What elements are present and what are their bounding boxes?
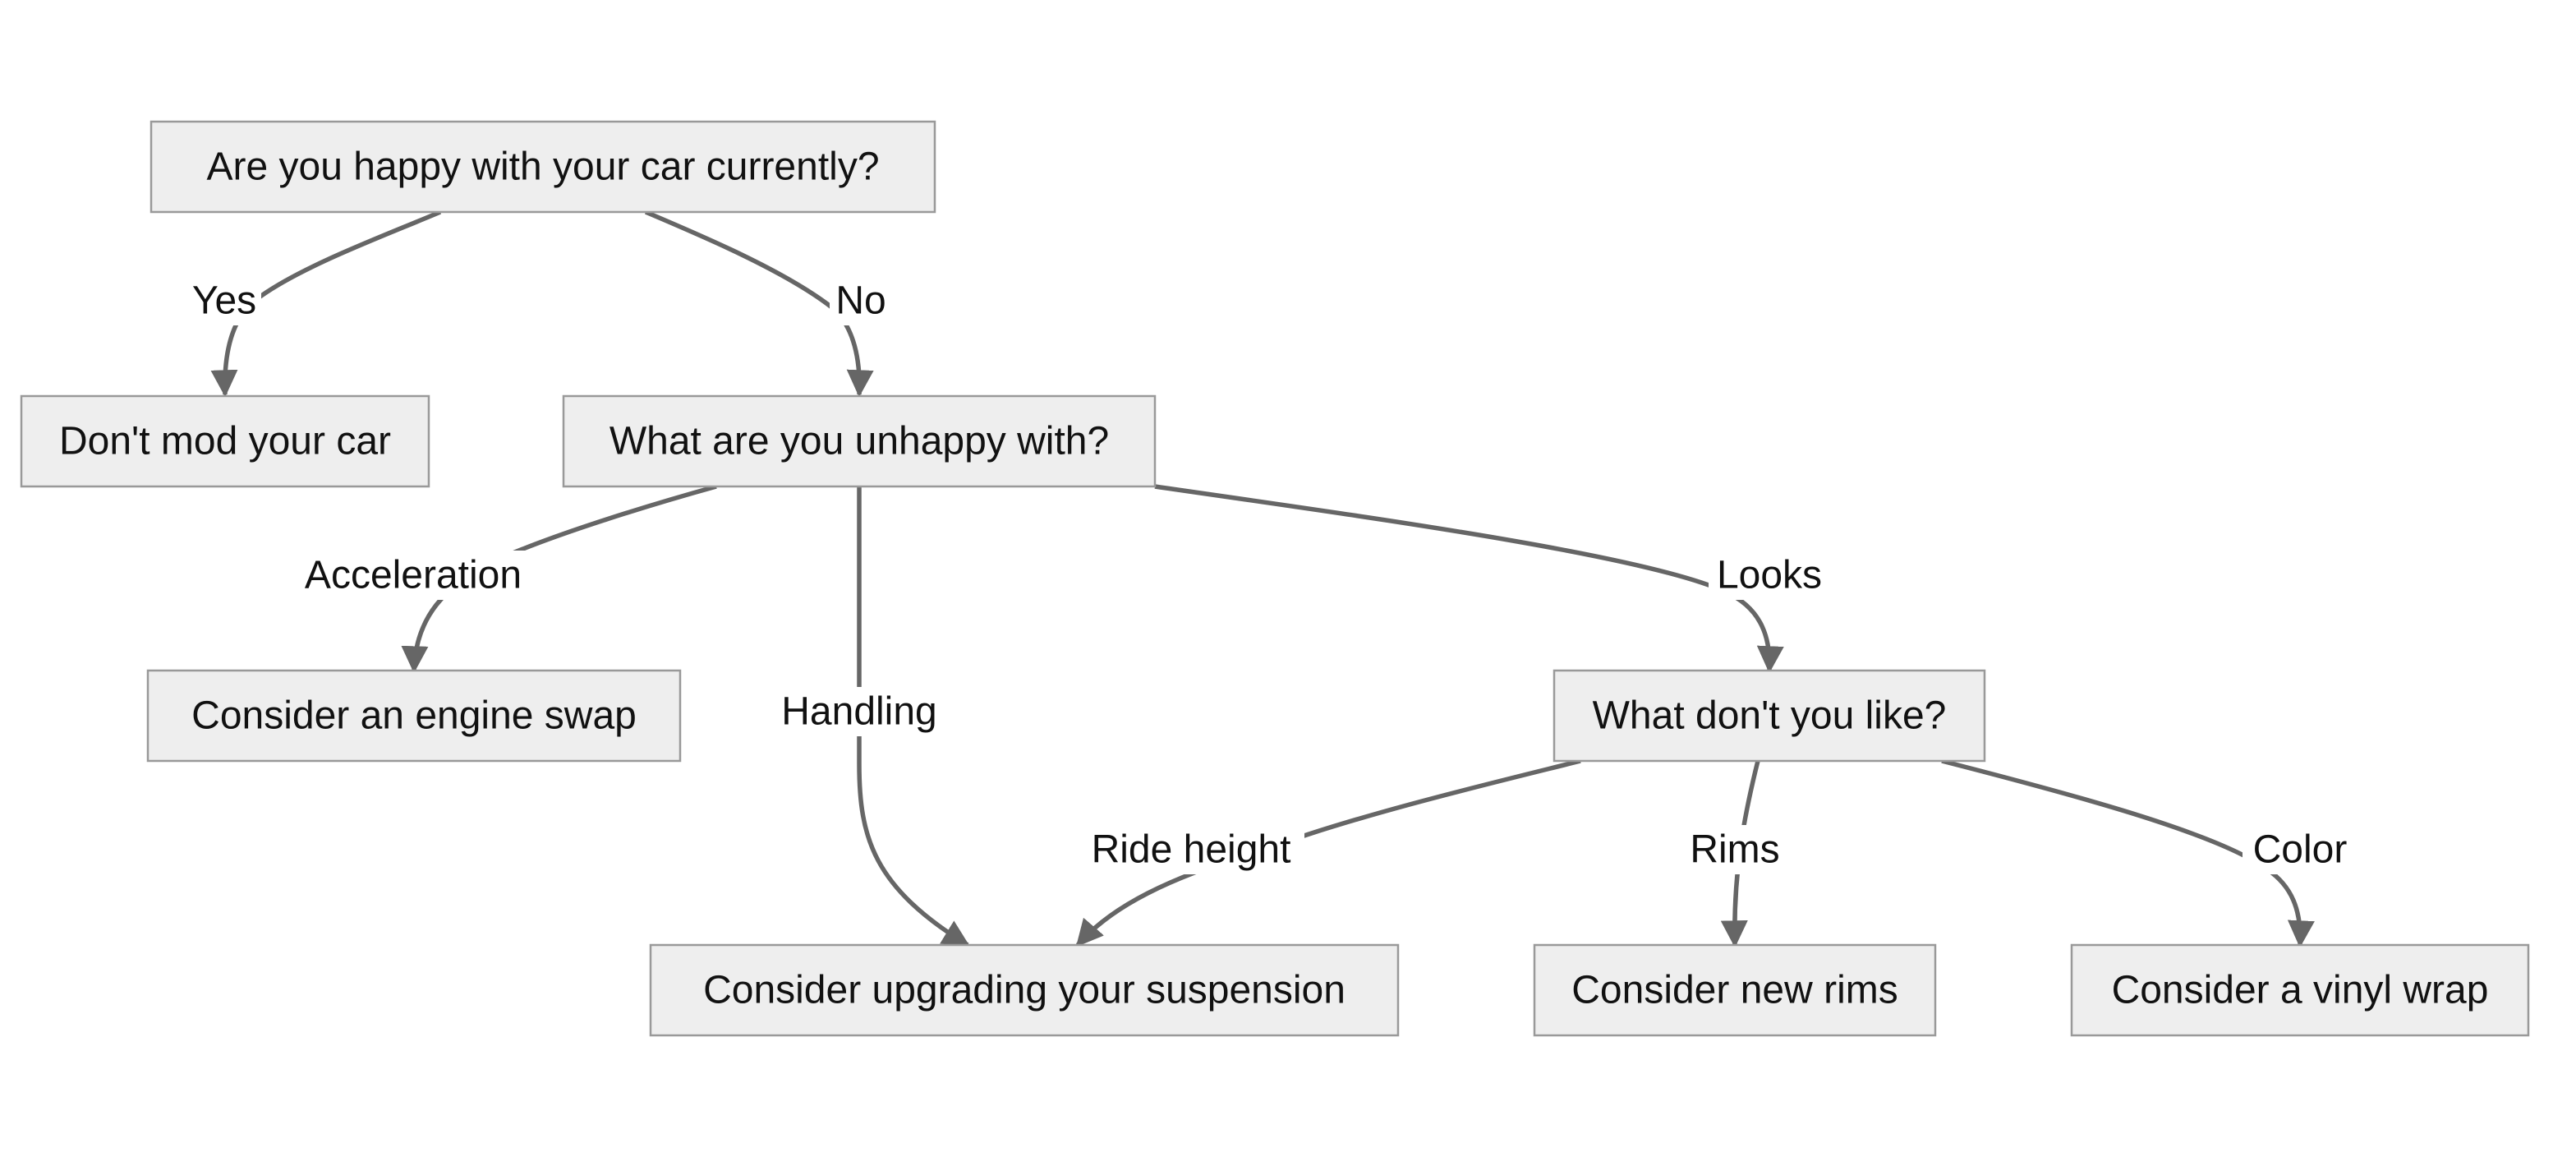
svg-text:Consider new rims: Consider new rims — [1571, 969, 1898, 1012]
edge-label-color: Color — [2242, 825, 2358, 874]
node-happy-question: Are you happy with your car currently? — [150, 120, 936, 214]
node-vinyl-wrap: Consider a vinyl wrap — [2070, 943, 2530, 1037]
node-unhappy-question: What are you unhappy with? — [562, 394, 1157, 488]
svg-text:Are you happy with your car cu: Are you happy with your car currently? — [206, 145, 879, 189]
node-engine-swap: Consider an engine swap — [146, 669, 682, 763]
edge-yes — [210, 210, 442, 398]
svg-text:Don't mod your car: Don't mod your car — [59, 420, 391, 463]
edge-looks — [1154, 484, 1784, 674]
edge-handling — [857, 486, 970, 947]
edge-label-looks: Looks — [1709, 551, 1830, 600]
svg-text:Color: Color — [2253, 828, 2348, 872]
edge-label-no: No — [830, 276, 892, 325]
node-dont-like-question: What don't you like? — [1552, 669, 1986, 763]
svg-text:What don't you like?: What don't you like? — [1593, 694, 1947, 738]
node-suspension: Consider upgrading your suspension — [649, 943, 1400, 1037]
svg-text:Consider upgrading your suspen: Consider upgrading your suspension — [703, 969, 1346, 1012]
svg-text:Consider a vinyl wrap: Consider a vinyl wrap — [2112, 969, 2489, 1012]
svg-text:Yes: Yes — [192, 279, 256, 323]
edge-label-yes: Yes — [187, 276, 261, 325]
svg-text:Acceleration: Acceleration — [305, 554, 522, 597]
svg-text:Consider an engine swap: Consider an engine swap — [191, 694, 637, 738]
svg-text:No: No — [835, 279, 886, 323]
svg-text:Looks: Looks — [1717, 554, 1822, 597]
node-new-rims: Consider new rims — [1533, 943, 1937, 1037]
edge-label-rims: Rims — [1681, 825, 1789, 874]
node-dont-mod: Don't mod your car — [20, 394, 430, 488]
edge-label-handling: Handling — [770, 687, 948, 736]
edge-label-acceleration: Acceleration — [291, 551, 536, 600]
svg-text:Rims: Rims — [1690, 828, 1779, 872]
edge-labels: Yes No Acceleration Handling Looks Ride … — [187, 276, 2358, 874]
edge-label-ride-height: Ride height — [1078, 825, 1304, 874]
edge-color — [1941, 758, 2315, 948]
nodes: Are you happy with your car currently? D… — [20, 120, 2530, 1037]
svg-text:Ride height: Ride height — [1092, 828, 1291, 872]
svg-text:What are you unhappy with?: What are you unhappy with? — [610, 420, 1109, 463]
svg-text:Handling: Handling — [781, 690, 936, 734]
edge-no — [644, 210, 874, 398]
